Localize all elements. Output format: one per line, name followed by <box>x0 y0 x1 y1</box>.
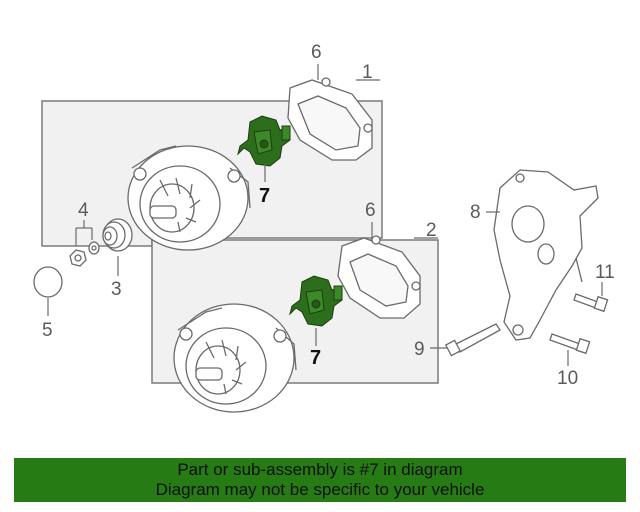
rear-cover-lower <box>337 235 421 319</box>
callout-8: 8 <box>470 202 481 223</box>
callout-10: 10 <box>557 368 578 389</box>
rear-cover-upper <box>287 77 373 161</box>
voltage-regulator-lower <box>289 275 343 327</box>
banner-line-2: Diagram may not be specific to your vehi… <box>155 480 485 499</box>
leader-lines <box>47 64 603 366</box>
banner-line-1: Part or sub-assembly is #7 in diagram <box>177 460 463 479</box>
callout-2: 2 <box>426 220 437 241</box>
callout-6-upper: 6 <box>311 42 322 63</box>
callout-5: 5 <box>42 320 53 341</box>
alternator-upper <box>127 145 251 251</box>
pulley <box>102 218 133 252</box>
callout-1: 1 <box>362 62 373 83</box>
mounting-bracket <box>493 169 599 341</box>
callout-9: 9 <box>414 339 425 360</box>
nut-and-washer <box>69 241 100 267</box>
callout-11: 11 <box>595 262 615 283</box>
voltage-regulator-upper <box>237 115 291 167</box>
callout-7-lower: 7 <box>310 347 321 369</box>
long-bolt <box>444 323 501 357</box>
info-banner: Part or sub-assembly is #7 in diagram Di… <box>14 458 626 502</box>
callout-7-upper: 7 <box>259 185 270 207</box>
cap <box>33 266 63 298</box>
callout-4: 4 <box>78 200 89 221</box>
alternator-lower <box>173 303 297 413</box>
callout-6-lower: 6 <box>365 200 376 221</box>
callout-3: 3 <box>111 279 122 300</box>
bolt-11 <box>573 293 609 313</box>
bolt-10 <box>549 333 591 355</box>
